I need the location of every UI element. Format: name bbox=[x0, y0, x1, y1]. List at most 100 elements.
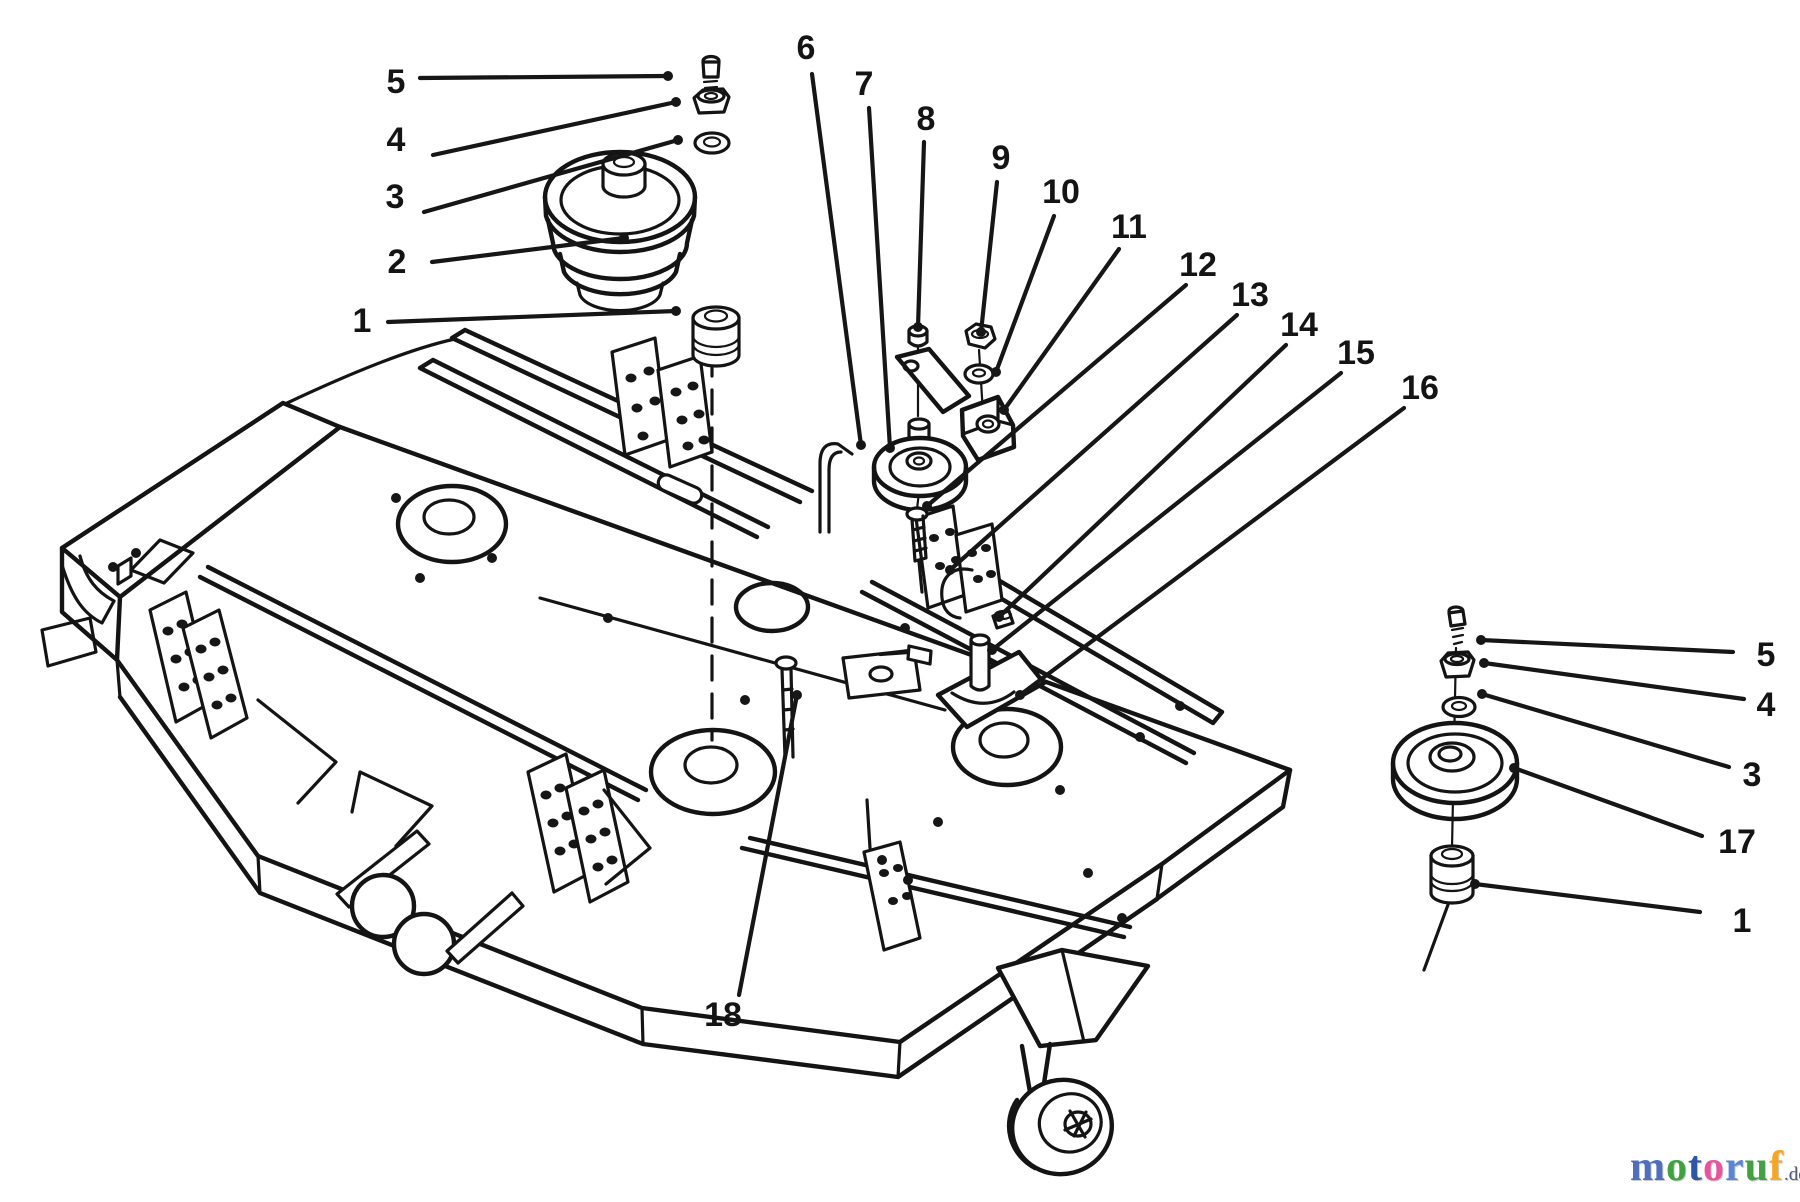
callout-12: 12 bbox=[1179, 246, 1217, 284]
leader-line-15 bbox=[989, 370, 1344, 653]
leader-dot-1 bbox=[1470, 879, 1480, 889]
deck-right-edge bbox=[1159, 767, 1293, 867]
leader-dot-18 bbox=[792, 690, 802, 700]
callout-4: 4 bbox=[387, 121, 406, 159]
mower-deck bbox=[40, 327, 1293, 1080]
deck-box-top bbox=[59, 400, 343, 600]
spindle-post-15 bbox=[969, 638, 991, 692]
leader-dot-7 bbox=[885, 443, 895, 453]
caster-hub-spokes bbox=[1063, 1109, 1093, 1139]
bracket-upper-b bbox=[656, 354, 714, 469]
leader-line-16 bbox=[1017, 405, 1407, 698]
watermark-suffix: .de bbox=[1784, 1164, 1800, 1185]
spindle-recess-mid bbox=[648, 727, 778, 817]
left-spindle-stack bbox=[542, 54, 741, 368]
belt-keeper-hairpin bbox=[818, 442, 854, 534]
right-stack-lower-line bbox=[1422, 900, 1451, 972]
callout-2: 2 bbox=[388, 243, 407, 281]
leader-line-7 bbox=[866, 105, 893, 451]
leader-dot-2 bbox=[619, 233, 629, 243]
deck-slot bbox=[656, 473, 704, 505]
spindle-recess-right bbox=[950, 706, 1064, 788]
watermark-logo: motoruf.de bbox=[1630, 1146, 1800, 1188]
logo-letter: o bbox=[1703, 1144, 1725, 1190]
logo-letter: u bbox=[1744, 1144, 1770, 1190]
gauge-rollers bbox=[335, 829, 525, 977]
belt-guide-hook bbox=[940, 567, 974, 620]
callout-16: 16 bbox=[1401, 369, 1439, 407]
bracket-front-gusset bbox=[602, 788, 652, 886]
rail-upper-right bbox=[975, 571, 1225, 726]
deck-label-plate bbox=[129, 538, 195, 585]
spacer-1-right bbox=[1429, 844, 1475, 905]
leader-line-2 bbox=[429, 235, 627, 265]
leader-dot-1 bbox=[671, 306, 681, 316]
deck-label-tab bbox=[116, 556, 133, 586]
bracket-left-b bbox=[181, 608, 249, 740]
deck-right-corner bbox=[1155, 767, 1293, 901]
deck-skirt-bottom bbox=[117, 694, 1160, 1080]
deck-left-tab bbox=[40, 616, 98, 668]
washer-10 bbox=[963, 363, 995, 385]
roller-strap-b bbox=[445, 891, 525, 965]
leader-line-5 bbox=[417, 73, 671, 81]
callout-3: 3 bbox=[386, 178, 405, 216]
logo-letter: r bbox=[1725, 1144, 1745, 1190]
leader-dot-12 bbox=[922, 501, 932, 511]
deck-skirt-ribs bbox=[115, 658, 1164, 1079]
leader-line-4 bbox=[1481, 660, 1747, 702]
side-pin bbox=[906, 644, 933, 666]
leader-dot-4 bbox=[1479, 658, 1489, 668]
callout-4: 4 bbox=[1757, 686, 1776, 724]
callout-8: 8 bbox=[917, 100, 936, 138]
roller-wheel-b bbox=[391, 911, 457, 977]
callout-7: 7 bbox=[855, 65, 874, 103]
leader-dot-6 bbox=[856, 440, 866, 450]
callout-5: 5 bbox=[387, 63, 406, 101]
leader-dot-3 bbox=[673, 135, 683, 145]
leader-dot-15 bbox=[987, 645, 997, 655]
washer-3-right bbox=[1441, 695, 1477, 719]
callout-17: 17 bbox=[1718, 823, 1756, 861]
leader-line-3 bbox=[421, 137, 681, 215]
spindle-plate-16 bbox=[935, 649, 1047, 730]
leader-line-18 bbox=[736, 692, 800, 998]
callout-1: 1 bbox=[1733, 902, 1752, 940]
leader-dot-13 bbox=[945, 565, 955, 575]
cover-plate bbox=[841, 648, 922, 700]
leader-line-14 bbox=[996, 342, 1289, 620]
roller-wheel-a bbox=[349, 872, 417, 940]
logo-letter: m bbox=[1630, 1144, 1666, 1190]
bracket-front-b bbox=[564, 768, 630, 904]
callout-5: 5 bbox=[1757, 636, 1776, 674]
callout-3: 3 bbox=[1743, 756, 1762, 794]
leader-dot-11 bbox=[999, 405, 1009, 415]
leader-dot-5 bbox=[1476, 635, 1486, 645]
leader-dot-8 bbox=[913, 322, 923, 332]
bracket-mid-b bbox=[954, 522, 1004, 614]
rail-front-right bbox=[739, 835, 1133, 940]
rail-lower-left bbox=[417, 357, 771, 540]
right-spindle-stack bbox=[1390, 605, 1520, 972]
rail-front-left bbox=[197, 564, 649, 803]
leader-line-12 bbox=[924, 282, 1189, 509]
logo-letter: t bbox=[1688, 1144, 1703, 1190]
callout-9: 9 bbox=[992, 139, 1011, 177]
callout-13: 13 bbox=[1231, 276, 1269, 314]
bracket-caster bbox=[862, 840, 922, 952]
skirt-flap-b bbox=[350, 770, 434, 848]
leader-line-17 bbox=[1511, 765, 1705, 839]
leader-dot-17 bbox=[1509, 763, 1519, 773]
watermark-wordmark: motoruf bbox=[1630, 1144, 1784, 1190]
caster-tire-side bbox=[1006, 1097, 1038, 1171]
deck-left-flap bbox=[60, 554, 116, 625]
leader-line-5 bbox=[1478, 637, 1736, 655]
leader-dot-10 bbox=[991, 367, 1001, 377]
callout-11: 11 bbox=[1111, 208, 1147, 246]
deck-oval-hole bbox=[733, 580, 811, 634]
washer-3-left bbox=[693, 131, 731, 155]
bracket-caster-rod bbox=[865, 798, 872, 850]
logo-letter: o bbox=[1666, 1144, 1688, 1190]
